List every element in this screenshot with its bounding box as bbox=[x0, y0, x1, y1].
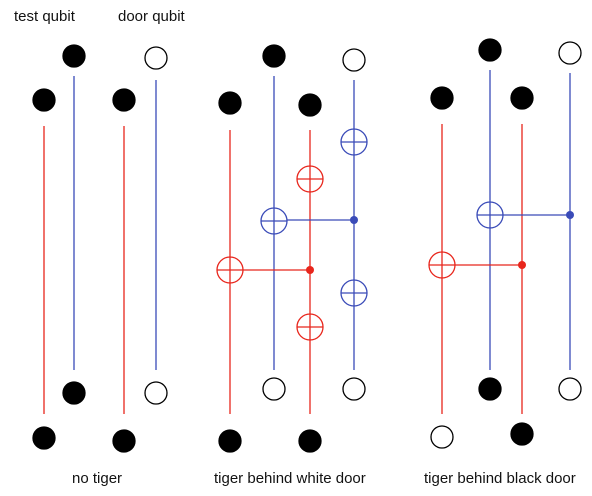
panel2-output-ball-2 bbox=[510, 422, 534, 446]
panel1-red-not-top bbox=[296, 165, 324, 193]
caption-tiger-behind-black-door: tiger behind black door bbox=[424, 470, 576, 487]
panel1-blue-cnot-target bbox=[260, 207, 288, 235]
panel1-input-ball-0 bbox=[218, 91, 242, 115]
panel2-input-ball-2 bbox=[510, 86, 534, 110]
panel0-output-ball-3 bbox=[144, 381, 168, 405]
test-qubit-label: test qubit bbox=[14, 8, 75, 25]
panel1-red-cnot-target bbox=[216, 256, 244, 284]
panel1-blue-not-bottom bbox=[340, 279, 368, 307]
panel0-input-ball-3 bbox=[144, 46, 168, 70]
panel2-input-ball-0 bbox=[430, 86, 454, 110]
panel1-red-not-bottom bbox=[296, 313, 324, 341]
panel0-output-ball-0 bbox=[32, 426, 56, 450]
panel1-output-ball-3 bbox=[342, 377, 366, 401]
panel1-input-ball-1 bbox=[262, 44, 286, 68]
panel0-input-ball-0 bbox=[32, 88, 56, 112]
panel1-output-ball-2 bbox=[298, 429, 322, 453]
panel2-input-ball-1 bbox=[478, 38, 502, 62]
panel2-output-ball-3 bbox=[558, 377, 582, 401]
panel0-input-ball-1 bbox=[62, 44, 86, 68]
panel1-blue-cnot-control bbox=[350, 216, 358, 224]
panel2-blue-cnot-target bbox=[476, 201, 504, 229]
panel1-red-cnot-control bbox=[306, 266, 314, 274]
panel1-blue-not-top bbox=[340, 128, 368, 156]
panel1-input-ball-2 bbox=[298, 93, 322, 117]
door-qubit-label: door qubit bbox=[118, 8, 185, 25]
panel2-red-cnot-control bbox=[518, 261, 526, 269]
panel1-output-ball-0 bbox=[218, 429, 242, 453]
panel2-blue-cnot-control bbox=[566, 211, 574, 219]
caption-tiger-behind-white-door: tiger behind white door bbox=[214, 470, 366, 487]
panel2-red-cnot-target bbox=[428, 251, 456, 279]
panel0-output-ball-1 bbox=[62, 381, 86, 405]
panel1-output-ball-1 bbox=[262, 377, 286, 401]
panel0-output-ball-2 bbox=[112, 429, 136, 453]
panel2-output-ball-1 bbox=[478, 377, 502, 401]
panel2-input-ball-3 bbox=[558, 41, 582, 65]
caption-no-tiger: no tiger bbox=[72, 470, 123, 487]
panel1-input-ball-3 bbox=[342, 48, 366, 72]
panel2-output-ball-0 bbox=[430, 425, 454, 449]
panel0-input-ball-2 bbox=[112, 88, 136, 112]
